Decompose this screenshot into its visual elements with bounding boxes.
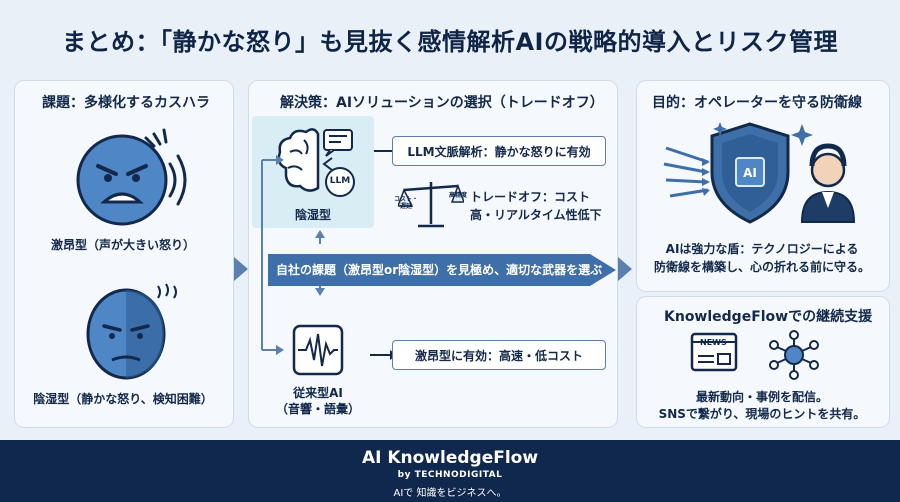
tradeoff-line1: トレードオフ：コスト xyxy=(470,190,591,204)
goal-heading: 目的：オペレーターを守る防衛線 xyxy=(652,95,862,111)
footer-by: by TECHNODIGITAL xyxy=(397,470,503,480)
support-heading: KnowledgeFlowでの継続支援 xyxy=(664,309,873,325)
problem-heading: 課題：多様化するカスハラ xyxy=(42,95,210,111)
goal-line2: 防衛線を構築し、心の折れる前に守る。 xyxy=(653,260,870,274)
network-icon xyxy=(769,330,819,380)
banner-arrow xyxy=(268,254,616,286)
support-line1: 最新動向・事例を配信。 xyxy=(695,390,828,404)
shield-operator-icon xyxy=(663,122,856,224)
arrow-left-to-middle xyxy=(234,257,248,281)
support-line2: SNSで繋がり、現場のヒントを共有。 xyxy=(658,407,866,421)
footer: AI KnowledgeFlow by TECHNODIGITAL AIで 知識… xyxy=(0,440,900,502)
scale-right-label: 高精度 xyxy=(448,192,467,199)
type2-label: 陰湿型（静かな怒り、検知困難） xyxy=(33,392,213,406)
page-title: まとめ：「静かな怒り」も見抜く感情解析AIの戦略的導入とリスク管理 xyxy=(61,27,838,56)
strategy-banner: 自社の課題（激昂型or陰湿型）を見極め、適切な武器を選ぶ xyxy=(276,263,603,277)
shield-badge: AI xyxy=(743,166,757,180)
angry-face-icon xyxy=(76,128,187,226)
waveform-icon xyxy=(292,324,344,376)
footer-tagline: AIで 知識をビジネスへ。 xyxy=(393,488,507,499)
llm-caption: 陰湿型 xyxy=(294,208,331,222)
llm-result-box: LLM文脈解析：静かな怒りに有効 xyxy=(392,136,606,166)
goal-panel xyxy=(636,80,890,292)
scale-left-label: コスト・遅延 xyxy=(393,196,418,210)
support-panel xyxy=(636,296,890,428)
legacy-caption-line1: 従来型AI xyxy=(293,386,343,400)
legacy-caption-line2: （音響・語彙） xyxy=(275,402,360,416)
tradeoff-line2: 高・リアルタイム性低下 xyxy=(470,208,602,222)
llm-badge: LLM xyxy=(329,176,351,186)
brain-icon xyxy=(277,128,355,197)
type1-label: 激昂型（声が大きい怒り） xyxy=(50,238,195,252)
goal-line1: AIは強力な盾：テクノロジーによる xyxy=(665,242,859,256)
newspaper-icon xyxy=(690,332,738,372)
arrow-middle-to-right xyxy=(618,257,632,281)
quiet-anger-face-icon xyxy=(86,283,177,380)
balance-scale-icon xyxy=(398,182,464,228)
solution-heading: 解決策：AIソリューションの選択（トレードオフ） xyxy=(280,95,604,111)
news-label: NEWS xyxy=(700,338,727,347)
footer-brand: AI KnowledgeFlow xyxy=(361,448,539,468)
legacy-result-box: 激昂型に有効：高速・低コスト xyxy=(392,340,606,370)
